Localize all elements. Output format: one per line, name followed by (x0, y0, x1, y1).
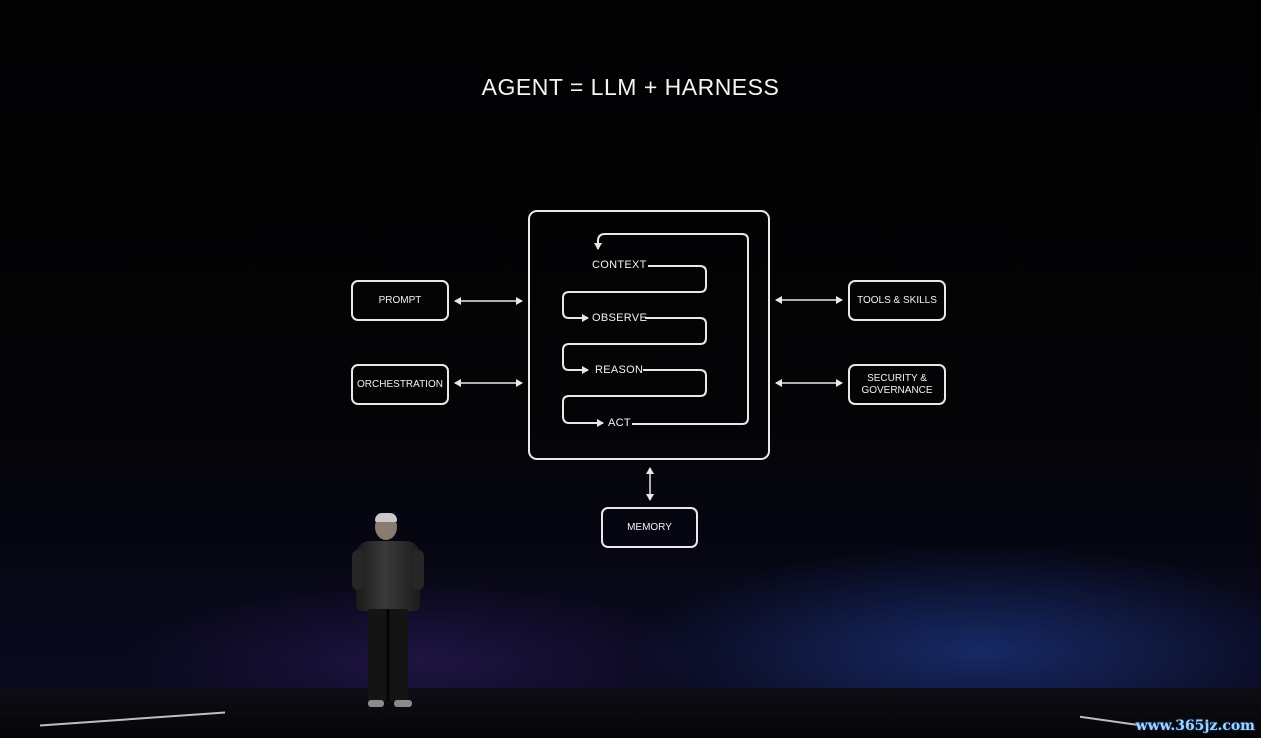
slide-title: AGENT = LLM + HARNESS (481, 74, 780, 100)
loop-step-context: CONTEXT (592, 259, 647, 271)
speaker-arm-left (352, 550, 364, 590)
speaker-legs (368, 609, 408, 701)
watermark: www.365jz.com (1135, 718, 1255, 734)
memory-label: MEMORY (627, 521, 672, 533)
tools-skills-label: TOOLS & SKILLS (857, 294, 937, 306)
prompt-label: PROMPT (378, 294, 422, 306)
loop-step-reason: REASON (595, 364, 644, 376)
security-governance-box: SECURITY & GOVERNANCE (848, 364, 946, 405)
loop-step-act: ACT (608, 417, 631, 429)
speaker-hair (375, 513, 397, 522)
tools-skills-box: TOOLS & SKILLS (848, 280, 946, 321)
orchestration-box: ORCHESTRATION (351, 364, 449, 405)
prompt-box: PROMPT (351, 280, 449, 321)
speaker-jacket (356, 541, 420, 611)
reason-to-act-path (562, 369, 707, 427)
harness-box (528, 210, 770, 460)
security-label: SECURITY & (867, 372, 927, 384)
loop-step-observe: OBSERVE (592, 312, 648, 324)
observe-to-reason-path (562, 317, 707, 374)
speaker-figure (352, 513, 426, 714)
orchestration-label: ORCHESTRATION (357, 378, 443, 390)
speaker-arm-right (412, 550, 424, 590)
context-to-observe-path (562, 265, 707, 322)
memory-box: MEMORY (601, 507, 698, 548)
governance-label: GOVERNANCE (861, 384, 933, 396)
speaker-shoe-left (368, 700, 384, 707)
agent-loop-path (594, 233, 749, 425)
speaker-shoe-right (394, 700, 412, 707)
